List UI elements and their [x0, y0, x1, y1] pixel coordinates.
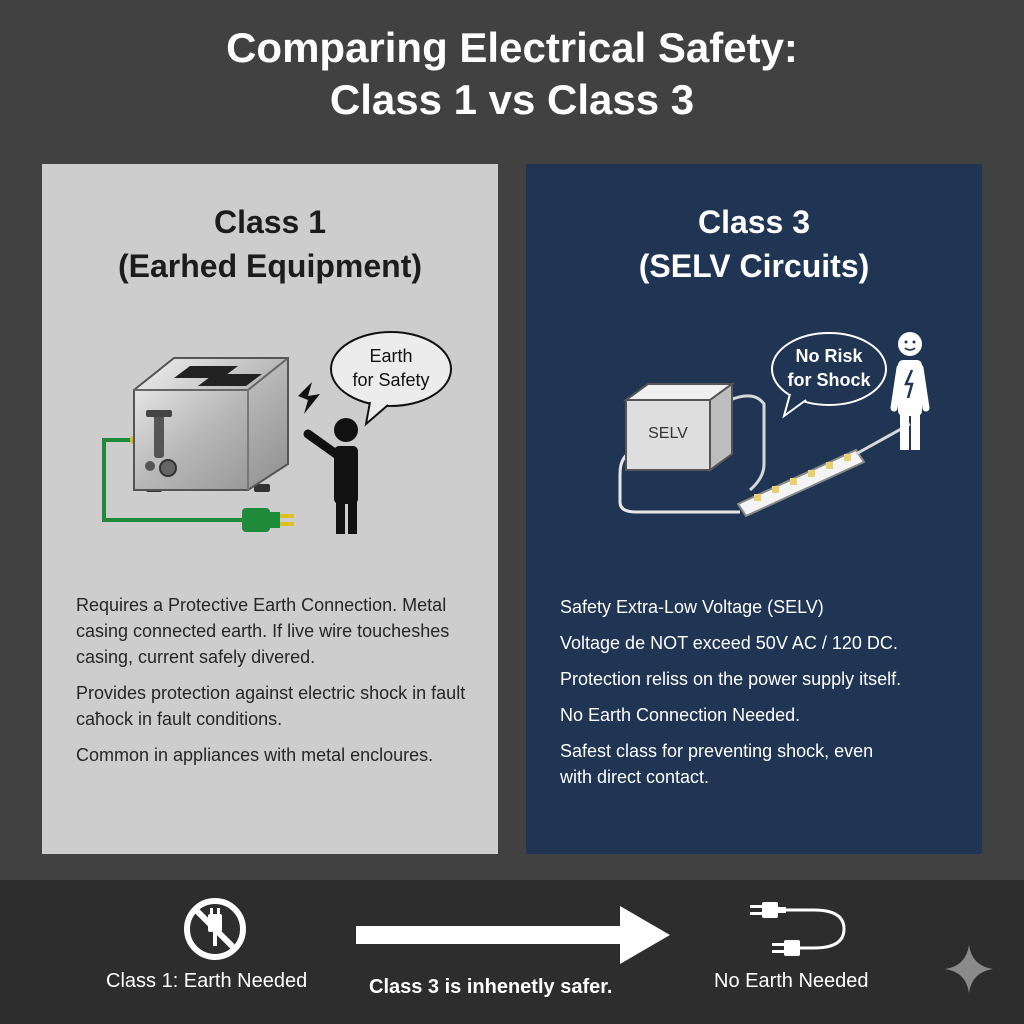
- class3-illustration: SELV No Risk: [618, 332, 930, 518]
- class3-panel: Class 3 (SELV Circuits) SELV: [526, 164, 982, 854]
- class3-title: Class 3: [697, 204, 811, 240]
- plug-icon: [242, 508, 294, 532]
- unplugged-cable-icon: [750, 902, 846, 956]
- class1-illustration: Earth for Safety: [102, 331, 452, 534]
- bottom-left-label: Class 1: Earth Needed: [106, 970, 308, 992]
- class3-bullet-4: No Earth Connection Needed.: [560, 705, 801, 725]
- class1-bullet-3: Common in appliances with metal encloure…: [76, 745, 434, 765]
- class3-bullets: Safety Extra-Low Voltage (SELV) Voltage …: [560, 594, 970, 800]
- class3-bullet-2: Voltage de NOT exceed 50V AC / 120 DC.: [560, 633, 898, 653]
- page-title: Comparing Electrical Safety: Class 1 vs …: [0, 22, 1024, 126]
- person-icon: [303, 418, 358, 534]
- class3-bullet-3: Protection reliss on the power supply it…: [560, 669, 902, 689]
- class3-bullet-5: Safest class for preventing shock, even …: [560, 741, 874, 787]
- led-strip-icon: [736, 448, 866, 518]
- speech-line-1: Earth: [369, 346, 412, 366]
- class3-bullet-1: Safety Extra-Low Voltage (SELV): [560, 597, 824, 617]
- speech-line-2: for Safety: [352, 370, 429, 390]
- bottom-bar: Class 1: Earth Needed Class 3 is inhenet…: [0, 880, 1024, 1024]
- class1-bullet-2: Provides protection against electric sho…: [76, 683, 466, 729]
- class1-panel: Class 1 (Earhed Equipment): [42, 164, 498, 854]
- selv-power-supply-icon: SELV: [622, 382, 736, 472]
- class1-subtitle: (Earhed Equipment): [117, 248, 422, 284]
- no-plug-icon: [184, 898, 246, 960]
- speech-line-2: for Shock: [787, 370, 871, 390]
- arrow-right-icon: [356, 906, 670, 964]
- bottom-middle-label: Class 3 is inhenetly safer.: [369, 976, 613, 998]
- title-line-2: Class 1 vs Class 3: [329, 76, 695, 123]
- speech-bubble: Earth for Safety: [330, 331, 452, 427]
- speech-line-1: No Risk: [795, 346, 863, 366]
- class1-bullet-1: Requires a Protective Earth Connection. …: [76, 595, 450, 667]
- class1-title: Class 1: [213, 204, 327, 240]
- toaster-icon: [133, 357, 289, 492]
- class1-bullets: Requires a Protective Earth Connection. …: [76, 592, 486, 778]
- sparkle-icon: [945, 945, 993, 993]
- person-icon: [890, 332, 930, 450]
- class3-heading: Class 3 (SELV Circuits): [526, 200, 982, 288]
- bottom-right-label: No Earth Needed: [714, 970, 869, 992]
- selv-box-label: SELV: [648, 425, 688, 442]
- speech-bubble: No Risk for Shock: [771, 332, 887, 419]
- title-line-1: Comparing Electrical Safety:: [226, 24, 798, 71]
- class3-subtitle: (SELV Circuits): [638, 248, 870, 284]
- spark-icon: [298, 382, 320, 414]
- class1-heading: Class 1 (Earhed Equipment): [42, 200, 498, 288]
